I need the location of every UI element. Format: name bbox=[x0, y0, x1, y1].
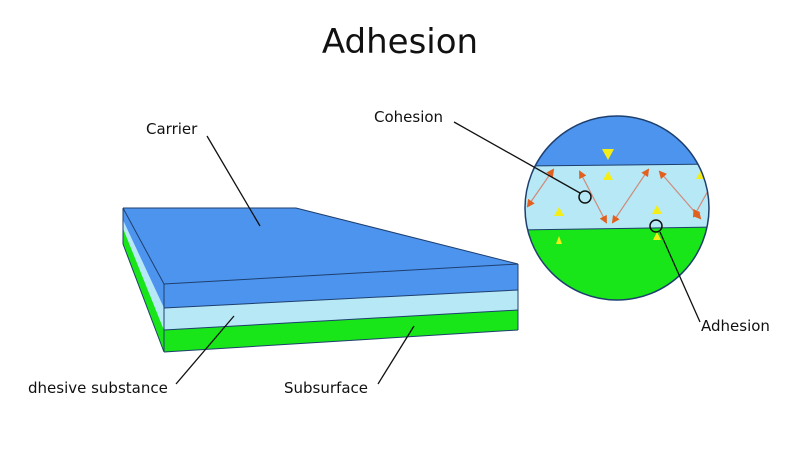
carrier-side bbox=[123, 208, 518, 308]
leader-lines bbox=[175, 121, 701, 385]
carrier-top bbox=[123, 208, 518, 284]
label-carrier: Carrier bbox=[146, 120, 198, 138]
magnified-view bbox=[524, 115, 710, 301]
label-cohesion: Cohesion bbox=[374, 108, 444, 126]
cohesion-marker bbox=[578, 190, 592, 204]
subsurface-leader bbox=[377, 325, 415, 385]
layered-slab bbox=[122, 207, 519, 353]
subsurface-side bbox=[123, 228, 518, 352]
adhesion-leader bbox=[659, 231, 701, 323]
slab-edges bbox=[122, 207, 519, 353]
label-adhesive-substance: dhesive substance bbox=[28, 379, 168, 397]
carrier-leader bbox=[206, 135, 261, 227]
cohesion-leader bbox=[453, 121, 581, 194]
page-title: Adhesion bbox=[321, 22, 479, 62]
double-arrow-icon bbox=[526, 168, 709, 224]
adhesive-layer bbox=[123, 220, 518, 330]
circle-carrier bbox=[525, 116, 709, 166]
label-subsurface: Subsurface bbox=[284, 379, 368, 397]
label-adhesion: Adhesion bbox=[701, 317, 770, 335]
adhesion-marker bbox=[649, 219, 663, 233]
adhesive-leader bbox=[175, 315, 235, 385]
circle-subsurface bbox=[525, 227, 709, 300]
